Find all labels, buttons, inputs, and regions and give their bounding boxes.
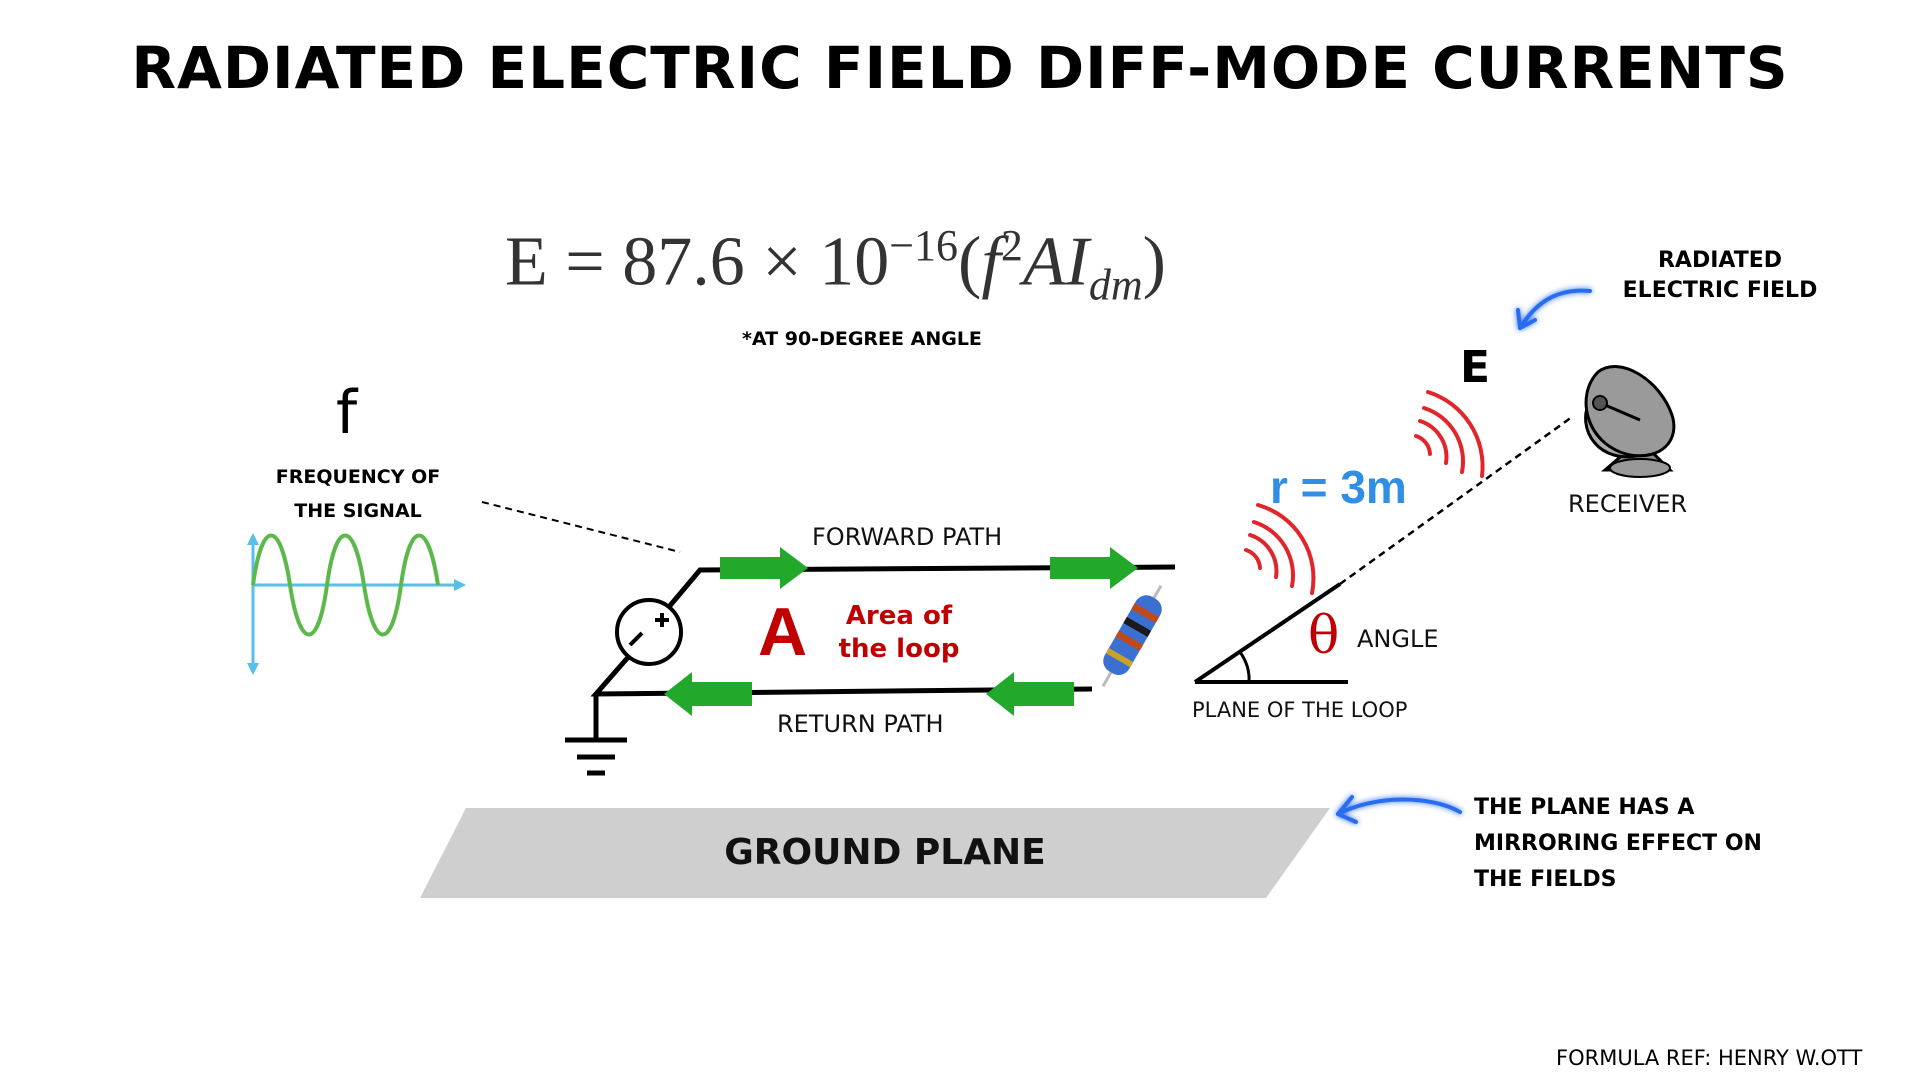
- formula-exponent: −16: [889, 221, 959, 270]
- formula-reference: FORMULA REF: HENRY W.OTT: [1556, 1046, 1863, 1070]
- loop-wires: [590, 564, 1176, 738]
- resistor-icon: [1101, 585, 1163, 687]
- ground-plane-label: GROUND PLANE: [724, 832, 1046, 873]
- ground-plane-arrow: [1336, 795, 1462, 824]
- formula-lhs: E = 87.6 × 10: [505, 223, 890, 301]
- distance-label: r = 3m: [1270, 461, 1407, 513]
- radio-waves-far: [1414, 390, 1485, 478]
- forward-arrow-1: [720, 547, 808, 589]
- return-arrow-2: [986, 672, 1074, 716]
- forward-arrow-2: [1050, 547, 1138, 589]
- mirroring-note: THE PLANE HAS A MIRRORING EFFECT ON THE …: [1474, 790, 1774, 898]
- voltage-source-icon: [615, 598, 683, 666]
- formula-open-paren: (: [958, 223, 982, 301]
- mirroring-note-text: THE PLANE HAS A MIRRORING EFFECT ON THE …: [1474, 795, 1762, 892]
- receiver-label: RECEIVER: [1568, 490, 1688, 518]
- frequency-leader: [481, 501, 681, 553]
- area-description: Area of the loop: [838, 601, 960, 664]
- formula-ai: AI: [1022, 223, 1089, 301]
- emission-formula: E = 87.6 × 10−16(f2AIdm): [505, 220, 1166, 310]
- plane-of-loop-label: PLANE OF THE LOOP: [1192, 698, 1408, 722]
- formula-subscript: dm: [1088, 260, 1143, 310]
- satellite-dish-icon: [1584, 365, 1676, 478]
- area-symbol: A: [758, 594, 808, 670]
- formula-f-exponent: 2: [1000, 221, 1023, 270]
- frequency-symbol: f: [336, 378, 358, 448]
- formula-note: *AT 90-DEGREE ANGLE: [742, 328, 982, 350]
- sine-wave-icon: [247, 533, 466, 675]
- angle-geometry: [1193, 415, 1573, 684]
- frequency-description: FREQUENCY OF THE SIGNAL: [275, 466, 441, 522]
- formula-f: f: [981, 223, 1001, 301]
- radio-waves-near: [1244, 503, 1316, 595]
- field-symbol: E: [1460, 342, 1491, 393]
- page-title: RADIATED ELECTRIC FIELD DIFF-MODE CURREN…: [131, 34, 1789, 102]
- return-path-label: RETURN PATH: [777, 710, 944, 738]
- theta-symbol: θ: [1308, 606, 1340, 666]
- angle-label: ANGLE: [1357, 625, 1439, 653]
- ground-symbol-icon: [565, 737, 627, 776]
- return-arrow-1: [664, 672, 752, 716]
- formula-close-paren: ): [1142, 223, 1166, 301]
- radiated-field-arrow: [1516, 288, 1592, 330]
- radiated-field-label: RADIATED ELECTRIC FIELD: [1622, 248, 1818, 303]
- forward-path-label: FORWARD PATH: [812, 523, 1003, 551]
- ground-plane: [420, 808, 1330, 898]
